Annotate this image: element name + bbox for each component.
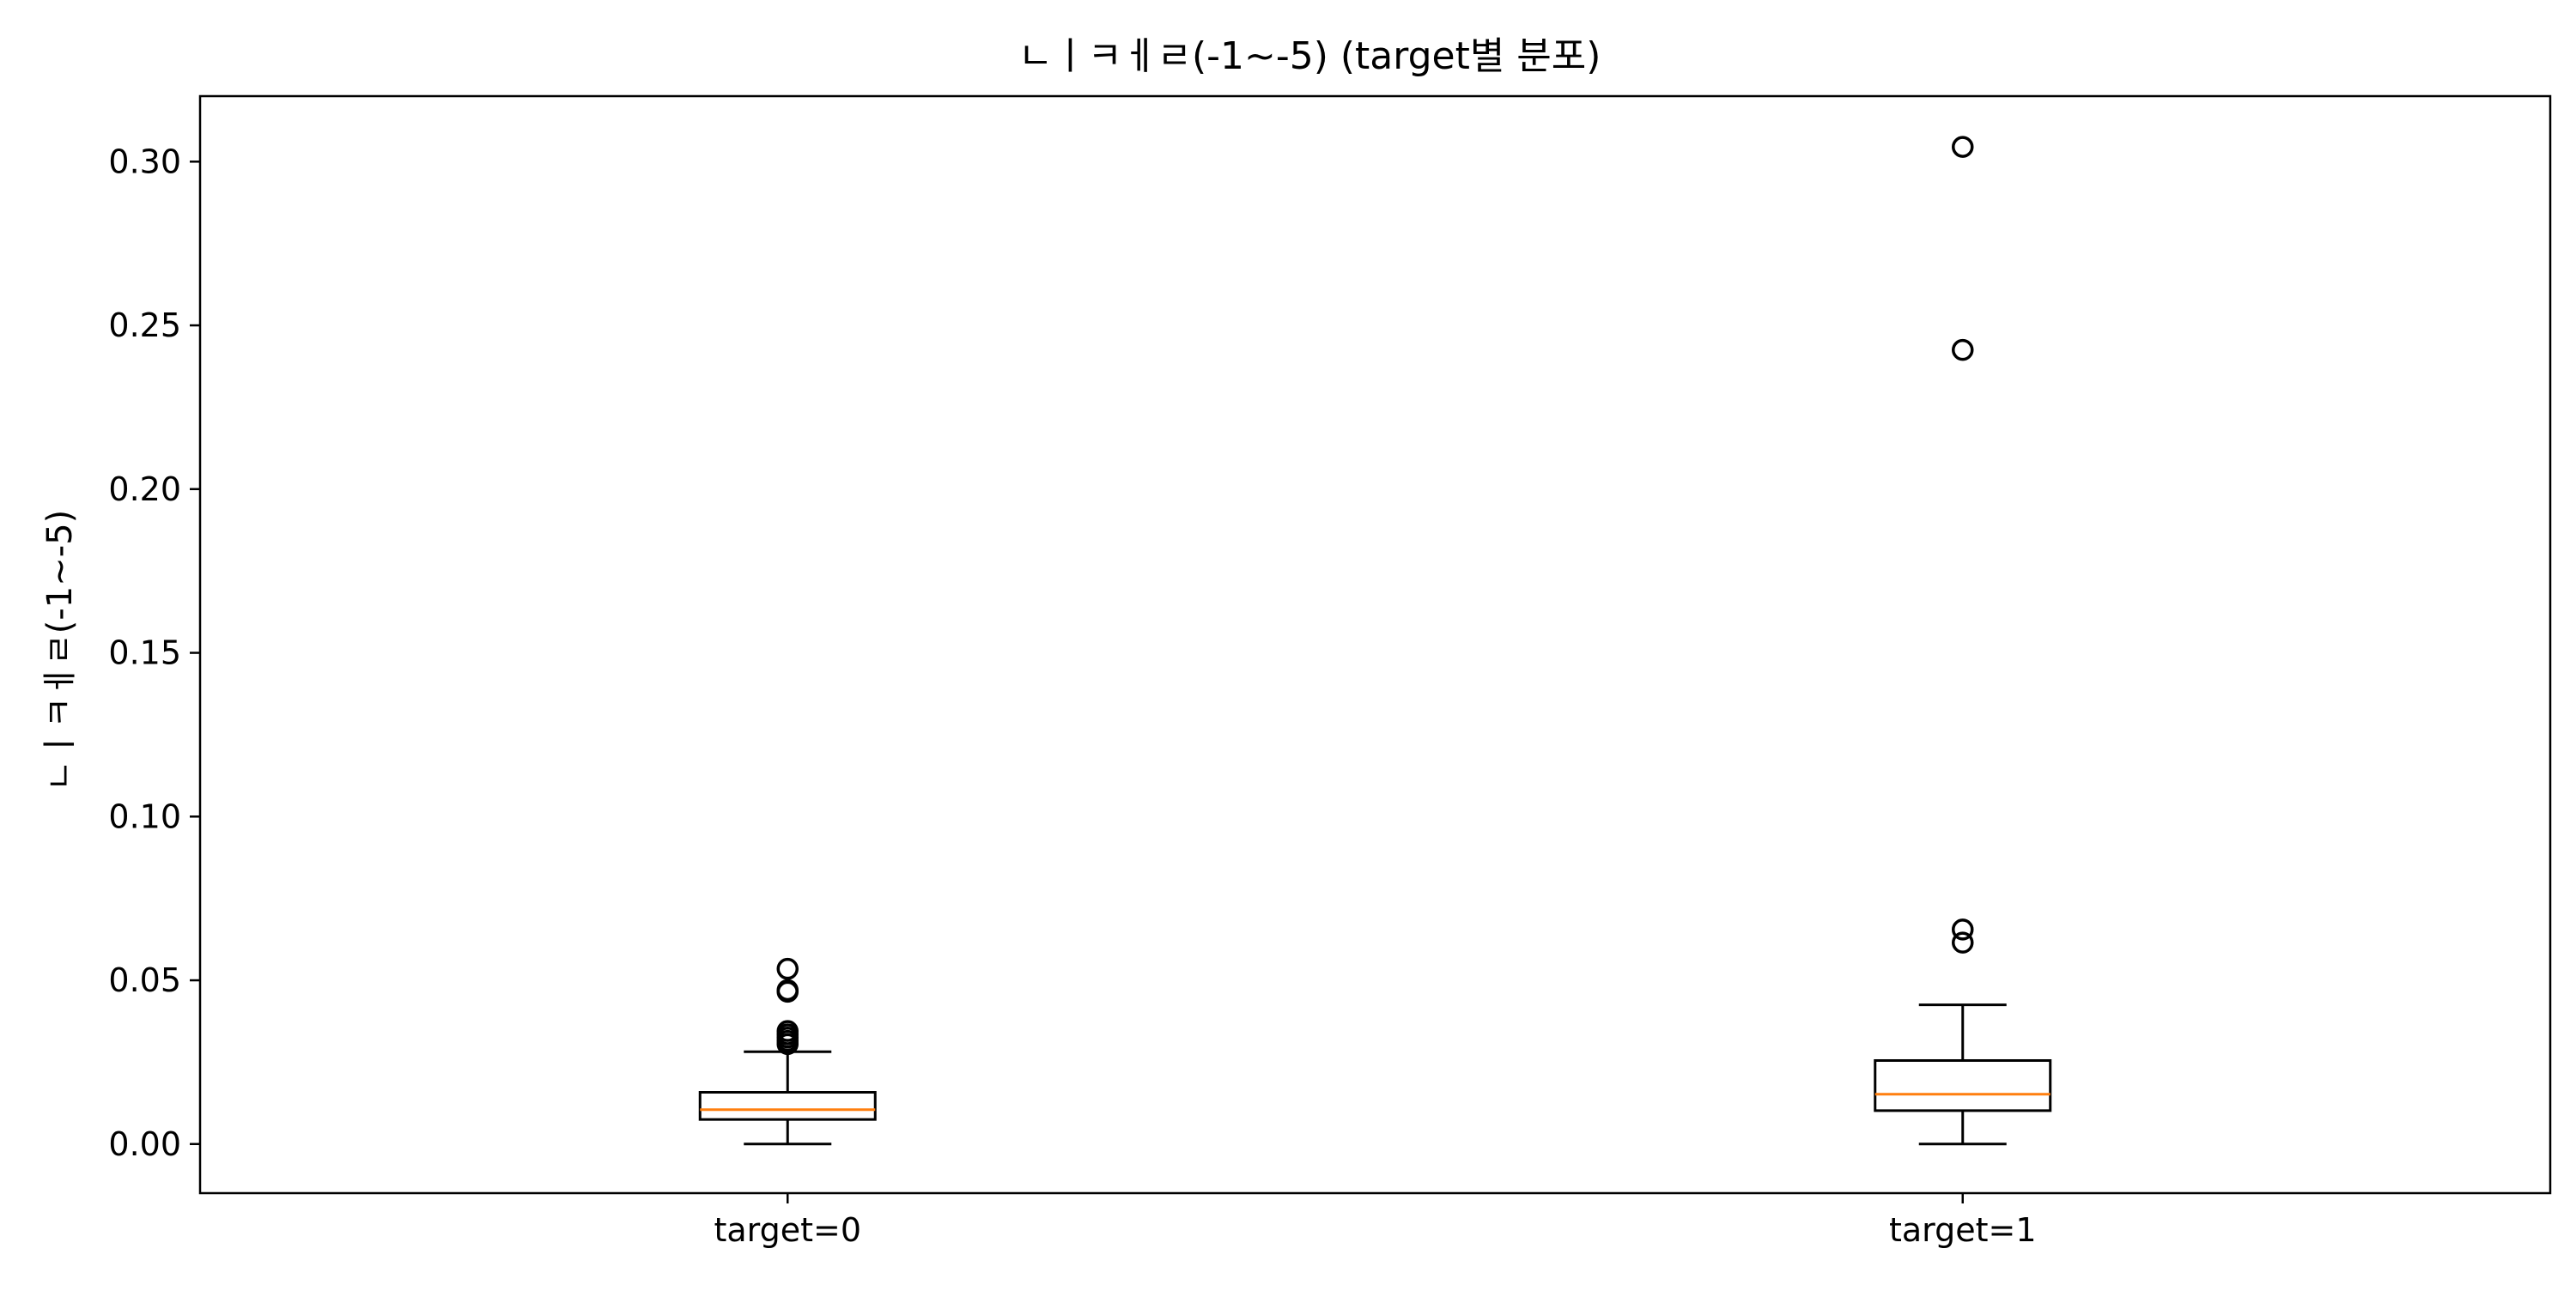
chart-title: ㄴㅣㅋㅔㄹ(-1~-5) (target별 분포) xyxy=(1018,34,1601,78)
y-tick-label: 0.10 xyxy=(108,797,181,835)
y-tick-label: 0.30 xyxy=(108,142,181,180)
axes: 0.00 0.05 0.10 0.15 0.20 0.25 0.30 target=0 targ… xyxy=(108,142,2036,1249)
x-tick-label: target=1 xyxy=(1889,1211,2037,1249)
y-tick-label: 0.05 xyxy=(108,961,181,999)
outlier-point xyxy=(776,1020,799,1042)
outlier-point xyxy=(1952,338,1974,361)
box-iqr xyxy=(698,1091,877,1121)
y-tick-label: 0.20 xyxy=(108,470,181,508)
box-iqr xyxy=(1874,1058,2052,1112)
box-group xyxy=(1874,136,2052,1146)
outlier-point xyxy=(1952,931,1974,954)
box-group xyxy=(698,957,877,1146)
outlier-point xyxy=(776,957,799,980)
outlier-point xyxy=(1952,918,1974,941)
y-tick-label: 0.25 xyxy=(108,306,181,344)
outlier-point xyxy=(1952,136,1974,158)
outlier-point xyxy=(776,979,799,1002)
boxes xyxy=(698,136,2052,1146)
y-tick-label: 0.15 xyxy=(108,634,181,672)
y-tick-label: 0.00 xyxy=(108,1125,181,1163)
y-axis-label: ㄴㅣㅋㅔㄹ(-1~-5) xyxy=(40,510,80,792)
x-tick-label: target=0 xyxy=(714,1211,861,1249)
plot-frame xyxy=(198,94,2552,1195)
